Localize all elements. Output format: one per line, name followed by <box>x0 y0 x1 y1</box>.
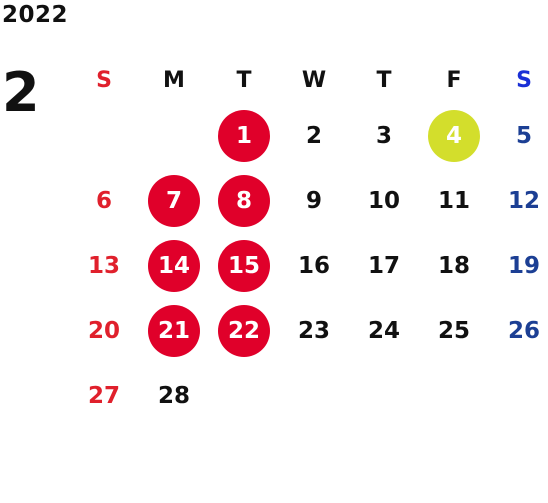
day-label <box>148 110 200 162</box>
day-label: 28 <box>157 382 190 409</box>
calendar-day: 5 <box>489 103 548 168</box>
marked-day-circle: 15 <box>218 239 270 292</box>
day-label: 13 <box>87 252 120 279</box>
day-label: 19 <box>507 252 540 279</box>
calendar-day: 2 <box>279 103 349 168</box>
day-label: 17 <box>367 252 400 279</box>
calendar-day: 4 <box>419 103 489 168</box>
day-label <box>218 370 270 422</box>
marked-day-circle: 22 <box>218 304 270 357</box>
calendar-day: 21 <box>139 298 209 363</box>
marked-day-circle: 1 <box>218 109 270 162</box>
calendar-day: 12 <box>489 168 548 233</box>
calendar-day: 27 <box>69 363 139 428</box>
calendar-day: 22 <box>209 298 279 363</box>
weekday-friday: F <box>446 68 462 93</box>
weekday-wednesday: W <box>301 68 327 93</box>
calendar-day-empty <box>489 363 548 428</box>
calendar-day: 6 <box>69 168 139 233</box>
calendar-day: 23 <box>279 298 349 363</box>
month-label: 2 <box>2 61 40 124</box>
calendar-day: 14 <box>139 233 209 298</box>
day-label <box>78 110 130 162</box>
marked-day-circle: 21 <box>148 304 200 357</box>
day-label <box>428 370 480 422</box>
day-label: 27 <box>87 382 120 409</box>
day-label: 12 <box>507 187 540 214</box>
weekday-thursday: T <box>376 68 392 93</box>
calendar-day: 25 <box>419 298 489 363</box>
day-label <box>498 370 548 422</box>
calendar-day: 16 <box>279 233 349 298</box>
day-label: 9 <box>305 187 322 214</box>
day-label: 6 <box>95 187 112 214</box>
day-label: 3 <box>375 122 392 149</box>
calendar-day: 9 <box>279 168 349 233</box>
calendar-day-empty <box>209 363 279 428</box>
day-label: 18 <box>437 252 470 279</box>
day-label: 10 <box>367 187 400 214</box>
day-label: 20 <box>87 317 120 344</box>
calendar-day: 20 <box>69 298 139 363</box>
weekday-tuesday: T <box>236 68 252 93</box>
calendar-day: 24 <box>349 298 419 363</box>
calendar-day-empty <box>69 103 139 168</box>
year-label: 2022 <box>2 2 69 28</box>
marked-day-circle: 4 <box>428 109 480 162</box>
day-label <box>288 370 340 422</box>
calendar-day: 8 <box>209 168 279 233</box>
day-label: 5 <box>515 122 532 149</box>
day-label: 11 <box>437 187 470 214</box>
calendar-day: 3 <box>349 103 419 168</box>
calendar-day: 18 <box>419 233 489 298</box>
calendar-day: 11 <box>419 168 489 233</box>
marked-day-circle: 8 <box>218 174 270 227</box>
day-label: 2 <box>305 122 322 149</box>
marked-day-circle: 14 <box>148 239 200 292</box>
day-label: 26 <box>507 317 540 344</box>
weekday-monday: M <box>163 68 185 93</box>
calendar-day: 7 <box>139 168 209 233</box>
calendar-day-empty <box>139 103 209 168</box>
marked-day-circle: 7 <box>148 174 200 227</box>
weekday-saturday: S <box>516 68 532 93</box>
calendar-day: 10 <box>349 168 419 233</box>
day-label <box>358 370 410 422</box>
weekday-sunday: S <box>96 68 112 93</box>
day-label: 25 <box>437 317 470 344</box>
calendar-day: 19 <box>489 233 548 298</box>
calendar-day: 17 <box>349 233 419 298</box>
calendar-day: 15 <box>209 233 279 298</box>
calendar-day: 13 <box>69 233 139 298</box>
day-label: 16 <box>297 252 330 279</box>
calendar-day: 26 <box>489 298 548 363</box>
calendar-day: 28 <box>139 363 209 428</box>
day-label: 24 <box>367 317 400 344</box>
calendar-day-empty <box>279 363 349 428</box>
calendar-day-empty <box>349 363 419 428</box>
calendar-day: 1 <box>209 103 279 168</box>
calendar-day-empty <box>419 363 489 428</box>
day-label: 23 <box>297 317 330 344</box>
